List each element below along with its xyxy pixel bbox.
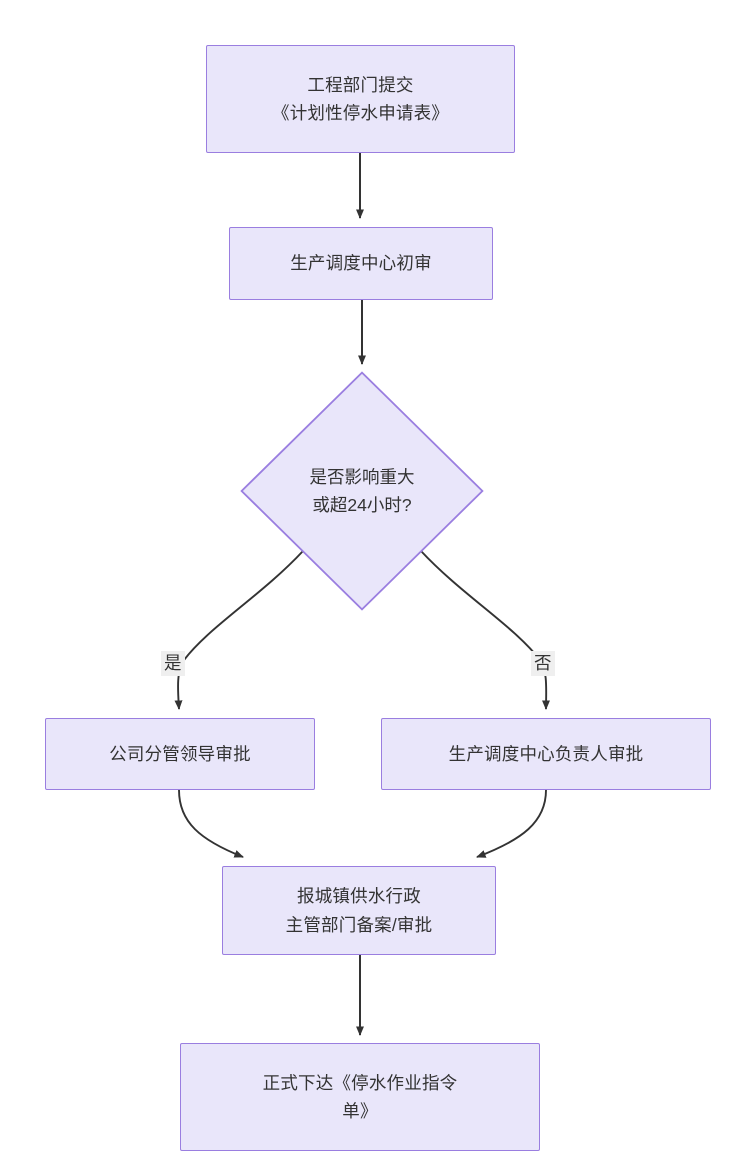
node-first-review[interactable]: 生产调度中心初审 bbox=[229, 227, 493, 300]
edge-label-no: 否 bbox=[531, 651, 555, 676]
node-filing[interactable]: 报城镇供水行政 主管部门备案/审批 bbox=[222, 866, 496, 955]
node-filing-label: 报城镇供水行政 主管部门备案/审批 bbox=[285, 886, 433, 935]
node-center-approval-label: 生产调度中心负责人审批 bbox=[448, 743, 644, 764]
decision-diamond-shape bbox=[240, 371, 484, 611]
node-submit-label: 工程部门提交 《计划性停水申请表》 bbox=[272, 74, 449, 123]
edge-label-yes: 是 bbox=[161, 651, 185, 676]
node-center-approval[interactable]: 生产调度中心负责人审批 bbox=[381, 718, 711, 790]
node-leader-approval[interactable]: 公司分管领导审批 bbox=[45, 718, 315, 790]
node-decision-label: 是否影响重大 或超24小时? bbox=[309, 466, 415, 515]
edge-center-approval-to-filing bbox=[476, 789, 547, 858]
node-first-review-label: 生产调度中心初审 bbox=[290, 253, 432, 274]
node-submit[interactable]: 工程部门提交 《计划性停水申请表》 bbox=[206, 45, 515, 153]
node-order-label: 正式下达《停水作业指令 单》 bbox=[262, 1072, 458, 1121]
node-decision[interactable]: 是否影响重大 或超24小时? bbox=[240, 371, 484, 611]
edge-leader-approval-to-filing bbox=[178, 789, 244, 858]
node-leader-approval-label: 公司分管领导审批 bbox=[109, 743, 251, 764]
node-order[interactable]: 正式下达《停水作业指令 单》 bbox=[180, 1043, 540, 1151]
